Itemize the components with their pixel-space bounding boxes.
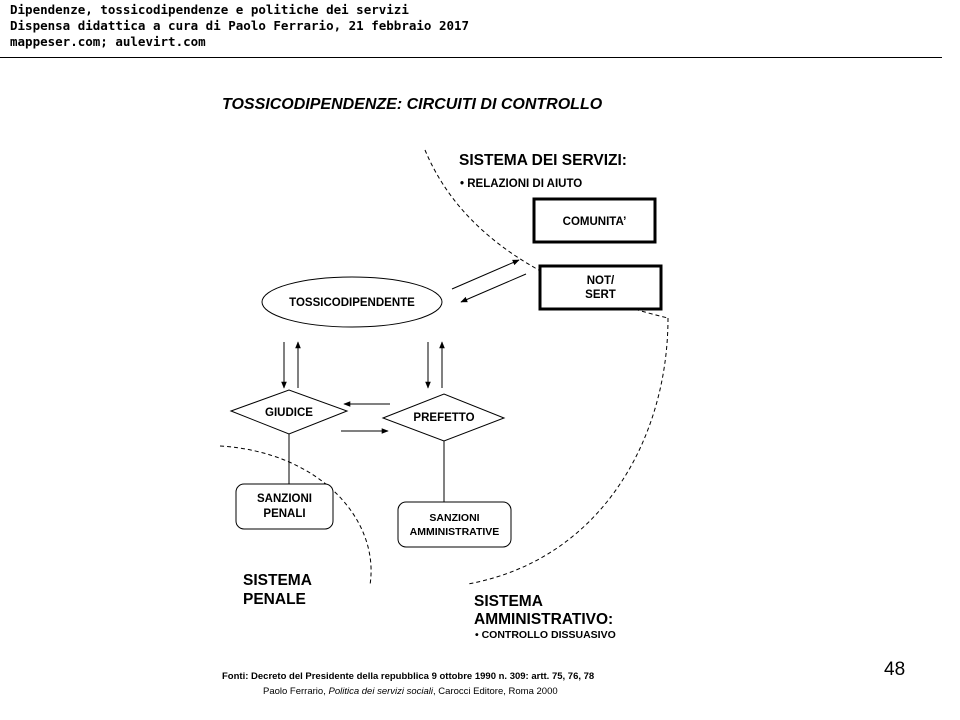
header-divider bbox=[0, 57, 942, 58]
amministrativo-boundary-arc bbox=[467, 317, 669, 585]
header-course-title: Dipendenze, tossicodipendenze e politich… bbox=[10, 2, 409, 17]
tossicodipendente-node: TOSSICODIPENDENTE bbox=[261, 276, 443, 328]
penale-boundary-arc bbox=[219, 445, 372, 586]
sanzioni-amm-line1: SANZIONI bbox=[429, 512, 479, 524]
sanzioni-penali-line2: PENALI bbox=[263, 508, 305, 520]
sanzioni-penali-box: SANZIONI PENALI bbox=[235, 483, 334, 530]
source-note: Fonti: Decreto del Presidente della repu… bbox=[222, 671, 594, 682]
sanzioni-amministrative-box: SANZIONI AMMINISTRATIVE bbox=[397, 501, 512, 548]
header-course-author: Dispensa didattica a cura di Paolo Ferra… bbox=[10, 18, 470, 33]
citation-title: Politica dei servizi sociali bbox=[328, 686, 433, 697]
relazioni-aiuto-bullet: • RELAZIONI DI AIUTO bbox=[460, 178, 582, 190]
prefetto-label: PREFETTO bbox=[413, 412, 474, 424]
controllo-dissuasivo-bullet: • CONTROLLO DISSUASIVO bbox=[475, 629, 616, 641]
citation: Paolo Ferrario, Politica dei servizi soc… bbox=[263, 686, 558, 697]
not-label: NOT/ bbox=[587, 275, 615, 287]
sanzioni-amm-line2: AMMINISTRATIVE bbox=[410, 526, 500, 538]
comunita-box: COMUNITA’ bbox=[532, 197, 657, 244]
arrow-from-servizi bbox=[460, 273, 527, 303]
citation-rest: , Carocci Editore, Roma 2000 bbox=[433, 686, 558, 697]
sistema-amministrativo-line1: SISTEMA bbox=[474, 593, 543, 610]
diagram-title: TOSSICODIPENDENZE: CIRCUITI DI CONTROLLO bbox=[222, 96, 603, 113]
sanzioni-penali-line1: SANZIONI bbox=[257, 493, 312, 505]
slide-header: Dipendenze, tossicodipendenze e politich… bbox=[10, 2, 940, 50]
arrow-to-servizi bbox=[451, 259, 520, 290]
page-number: 48 bbox=[884, 659, 906, 680]
header-websites: mappeser.com; aulevirt.com bbox=[10, 34, 206, 49]
sistema-penale-line1: SISTEMA bbox=[243, 572, 312, 589]
citation-author: Paolo Ferrario, bbox=[263, 686, 328, 697]
prefetto-node: PREFETTO bbox=[381, 393, 506, 442]
comunita-label: COMUNITA’ bbox=[563, 216, 627, 228]
tossicodipendente-label: TOSSICODIPENDENTE bbox=[289, 297, 415, 309]
not-sert-box: NOT/ SERT bbox=[538, 264, 663, 311]
sistema-penale-line2: PENALE bbox=[243, 591, 306, 608]
giudice-label: GIUDICE bbox=[265, 407, 313, 419]
sert-label: SERT bbox=[585, 289, 616, 301]
giudice-node: GIUDICE bbox=[229, 389, 349, 435]
sistema-servizi-title: SISTEMA DEI SERVIZI: bbox=[459, 152, 627, 169]
sistema-amministrativo-line2: AMMINISTRATIVO: bbox=[474, 611, 613, 628]
